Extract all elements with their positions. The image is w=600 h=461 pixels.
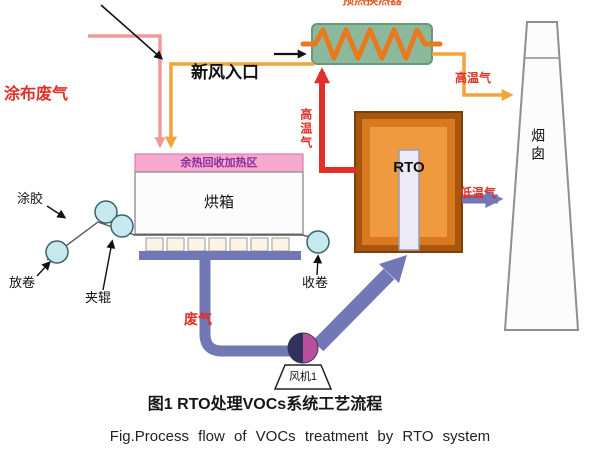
hot-fresh-air-duct (165, 62, 314, 149)
waste-gas-label: 废气 (184, 311, 212, 327)
exchanger-to-chimney-duct (432, 52, 514, 101)
unwind-label: 放卷 (9, 275, 36, 290)
oven-base-plenum (139, 251, 301, 260)
coating-pointer-arrow (46, 205, 67, 219)
top-left-pointer-arrow (100, 4, 164, 60)
chimney-body (503, 21, 580, 331)
oven-zone-label: 余热回收加热区 (180, 157, 258, 169)
hot-gas-up-label: 高温气 (298, 108, 313, 150)
unwind-pointer-arrow (36, 261, 51, 277)
film-web-line (46, 221, 315, 261)
nip-rollers-label: 夹辊 (85, 290, 112, 305)
nip-pointer-arrow (102, 239, 116, 291)
heat-exchanger-coil (300, 27, 443, 61)
rto-hot-gas-arrow (314, 67, 356, 173)
coating-label: 涂胶 (17, 191, 44, 206)
rewind-label: 收卷 (302, 275, 329, 290)
unwind-roll (45, 240, 69, 264)
fan-housing-shade (288, 333, 303, 363)
figure-caption-en: Fig.Process flow of VOCs treatment by RT… (109, 428, 491, 445)
fan-stand (273, 364, 333, 390)
oven-exhaust-pipe (199, 250, 298, 357)
rto-channel (398, 149, 420, 251)
low-temp-gas-label: 低温气 (460, 186, 497, 200)
fan-label: 风机1 (288, 371, 318, 383)
coating-waste-gas-duct (88, 34, 166, 149)
nip-roller-top (94, 200, 118, 224)
rto-label: RTO (393, 159, 425, 176)
rewind-roll (306, 230, 330, 254)
fresh-air-inlet-label: 新风入口 (191, 63, 259, 82)
coating-waste-gas-label: 涂布废气 (4, 86, 69, 103)
hot-gas-right-label: 高温气 (455, 71, 492, 85)
fan-to-rto-arrow-shaft (312, 268, 395, 352)
oven-body (134, 171, 304, 235)
nip-roller-bottom (110, 214, 134, 238)
chimney-label: 烟囱 (530, 128, 547, 164)
figure-caption-cn: 图1 RTO处理VOCs系统工艺流程 (147, 396, 383, 413)
oven-nozzle-boxes (145, 237, 290, 252)
heat-exchanger-label: 预热换热器 (341, 0, 402, 7)
fan-to-rto-arrow-head (379, 255, 407, 283)
rewind-pointer-arrow (313, 254, 323, 276)
oven-label: 烘箱 (203, 194, 234, 211)
